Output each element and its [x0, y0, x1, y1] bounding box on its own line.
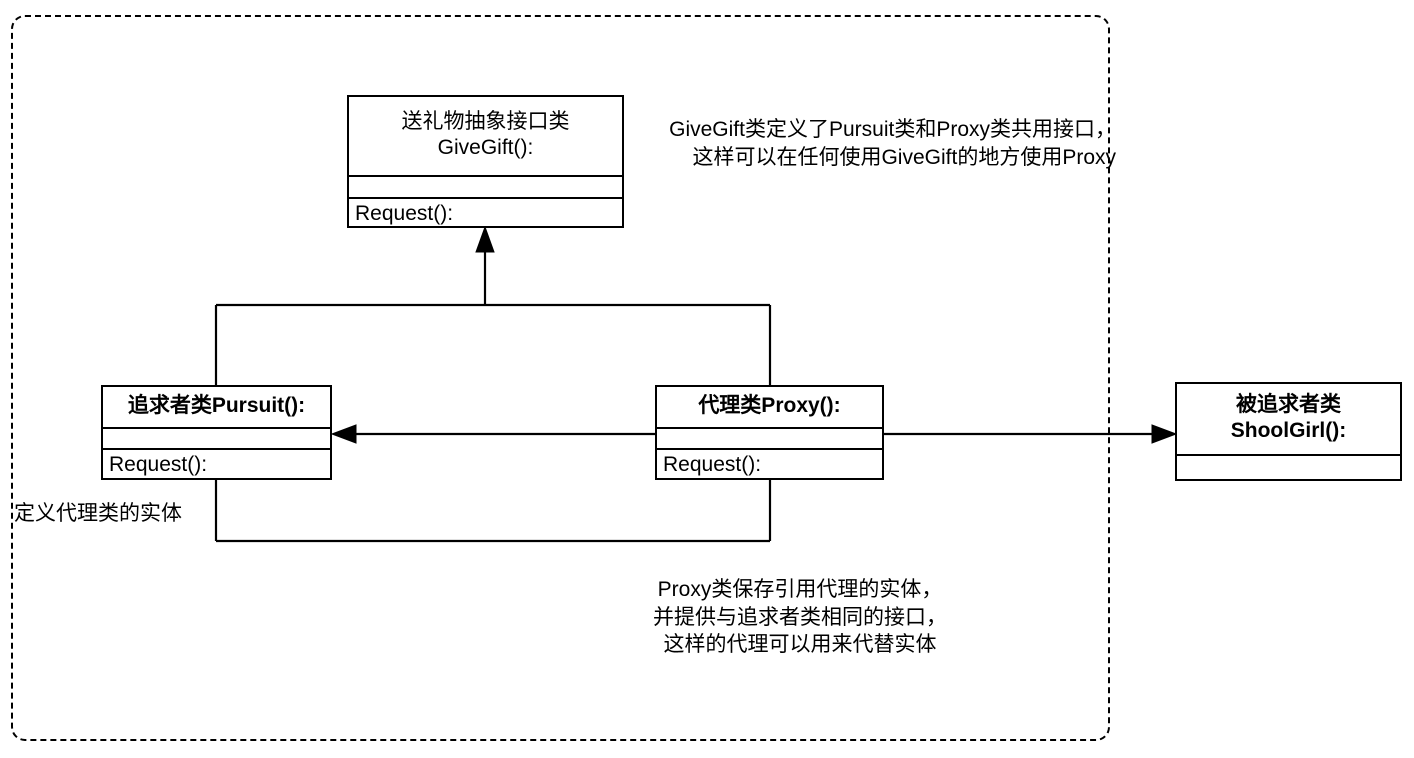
class-operations-givegift: Request():	[349, 197, 622, 226]
class-attributes-proxy	[657, 426, 882, 448]
note-givegift: GiveGift类定义了Pursuit类和Proxy类共用接口， 这样可以在任何…	[669, 118, 1116, 169]
class-attributes-shoolgirl	[1177, 453, 1400, 479]
class-title-pursuit: 追求者类Pursuit():	[127, 394, 306, 418]
note-proxy: Proxy类保存引用代理的实体， 并提供与追求者类相同的接口， 这样的代理可以用…	[653, 578, 947, 657]
class-attributes-givegift	[349, 174, 622, 197]
class-title-givegift: 送礼物抽象接口类 GiveGift():	[401, 109, 570, 160]
class-title-proxy: 代理类Proxy():	[698, 394, 841, 418]
class-box-shoolgirl[interactable]: 被追求者类 ShoolGirl():	[1175, 382, 1402, 481]
package-boundary	[11, 15, 1110, 741]
class-operations-pursuit: Request():	[103, 448, 330, 478]
class-attributes-pursuit	[103, 426, 330, 448]
class-box-givegift[interactable]: 送礼物抽象接口类 GiveGift(): Request():	[347, 95, 624, 228]
class-box-pursuit[interactable]: 追求者类Pursuit(): Request():	[101, 385, 332, 480]
class-title-shoolgirl: 被追求者类 ShoolGirl():	[1230, 392, 1347, 443]
class-operations-proxy: Request():	[657, 448, 882, 478]
proxy-to-shoolgirl-arrowhead-icon	[1151, 424, 1178, 444]
class-box-proxy[interactable]: 代理类Proxy(): Request():	[655, 385, 884, 480]
note-entity: 定义代理类的实体	[14, 502, 182, 525]
